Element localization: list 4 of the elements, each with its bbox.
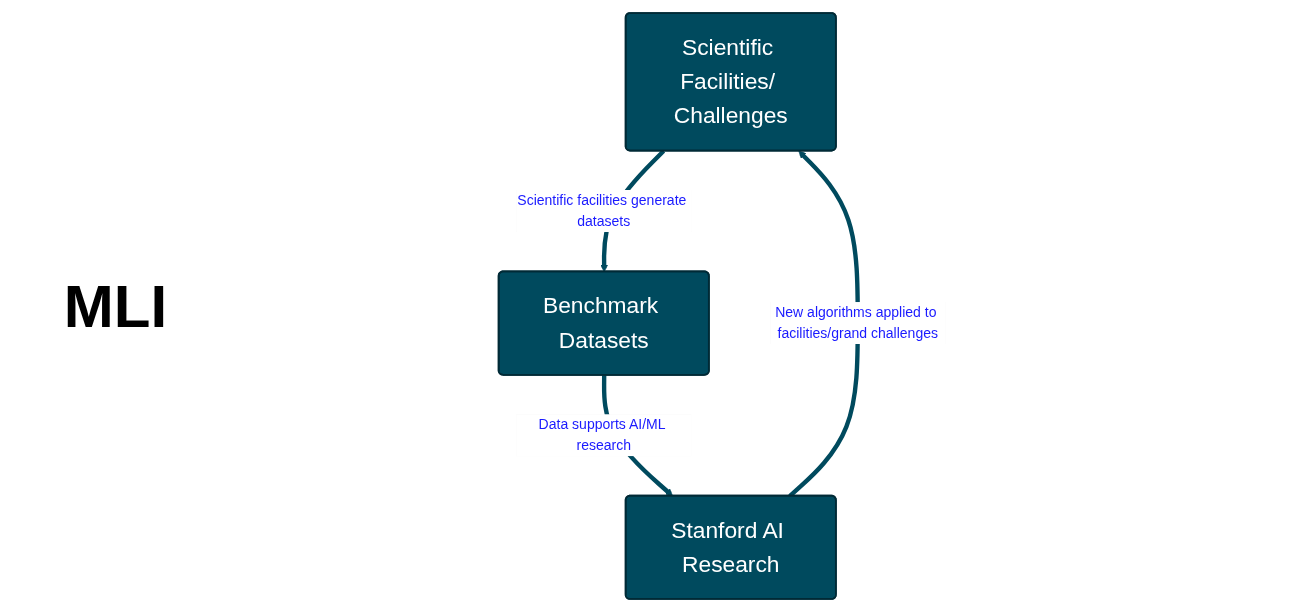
diagram-label: MLI — [63, 271, 168, 341]
edge-label: Scientific facilities generate datasets — [517, 192, 687, 229]
edge-label: New algorithms applied to facilities/grand challenges — [775, 304, 939, 341]
edge-label: Data supports AI/ML research — [538, 416, 666, 453]
